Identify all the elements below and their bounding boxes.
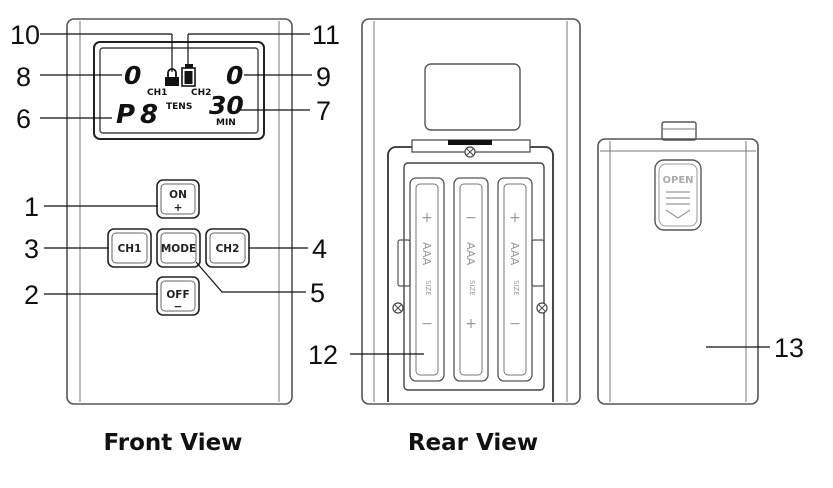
lcd-ch2-value: 0 <box>226 61 243 90</box>
screw-icon <box>392 302 404 314</box>
battery-2-minus: − <box>465 210 477 226</box>
battery-1-size: SIZE <box>424 280 432 296</box>
callout-10: 10 <box>10 20 40 50</box>
lcd-program-letter: P <box>116 100 135 130</box>
off-minus-button[interactable]: OFF − <box>156 276 200 316</box>
rear-view-caption: Rear View <box>408 430 538 456</box>
battery-3-size: SIZE <box>512 280 520 296</box>
front-leader-lines <box>40 33 312 295</box>
battery-2-plus: + <box>465 316 477 332</box>
battery-1-minus: − <box>421 316 433 332</box>
lcd-timer-unit: MIN <box>216 118 236 128</box>
battery-3-plus: + <box>509 210 521 226</box>
off-button-label: OFF <box>166 289 189 301</box>
battery-slot-1: + AAA SIZE − <box>409 177 445 382</box>
callout-9: 9 <box>316 62 331 92</box>
screw-icon <box>464 146 476 158</box>
ch1-button-label: CH1 <box>118 243 142 255</box>
mode-button[interactable]: MODE <box>156 228 201 268</box>
rear-view-device: + AAA SIZE − − AAA SIZE + + AAA SIZE <box>361 18 581 405</box>
rear-label-recess <box>424 63 521 131</box>
mode-button-label: MODE <box>161 243 196 255</box>
open-latch-label: OPEN <box>662 175 693 186</box>
callout-1: 1 <box>24 192 39 222</box>
battery-3-type: AAA <box>508 242 521 266</box>
callout-7: 7 <box>316 96 331 126</box>
battery-slot-3: + AAA SIZE − <box>497 177 533 382</box>
front-view-device: 0 0 CH1 CH2 P 8 TENS 30 MIN <box>66 18 293 405</box>
battery-1-type: AAA <box>420 242 433 266</box>
battery-slot-2: − AAA SIZE + <box>453 177 489 382</box>
on-button-label: ON <box>169 189 187 201</box>
callout-3: 3 <box>24 234 39 264</box>
ch2-button[interactable]: CH2 <box>205 228 250 268</box>
ch1-button[interactable]: CH1 <box>107 228 152 268</box>
plus-glyph: + <box>174 202 183 214</box>
lcd-program-value: 8 <box>140 100 158 130</box>
lcd-ch2-label: CH2 <box>191 88 211 98</box>
open-latch[interactable]: OPEN <box>654 159 702 231</box>
battery-compartment: + AAA SIZE − − AAA SIZE + + AAA SIZE <box>387 139 554 402</box>
ch2-button-label: CH2 <box>216 243 240 255</box>
callout-6: 6 <box>16 104 31 134</box>
battery-2-type: AAA <box>464 242 477 266</box>
callout-4: 4 <box>312 234 327 264</box>
callout-12: 12 <box>308 340 338 370</box>
lcd-mode-label: TENS <box>166 102 192 112</box>
lcd-ch1-value: 0 <box>124 61 141 90</box>
front-view-caption: Front View <box>104 430 243 456</box>
battery-1-plus: + <box>421 210 433 226</box>
callout-8: 8 <box>16 62 31 92</box>
battery-2-size: SIZE <box>468 280 476 296</box>
callout-5: 5 <box>310 278 325 308</box>
lcd-timer-value: 30 <box>209 91 244 120</box>
callout-13: 13 <box>774 333 804 363</box>
minus-glyph: − <box>174 301 183 313</box>
screw-icon <box>536 302 548 314</box>
lcd-ch1-label: CH1 <box>147 88 167 98</box>
callout-2: 2 <box>24 280 39 310</box>
battery-3-minus: − <box>509 316 521 332</box>
lcd-screen: 0 0 CH1 CH2 P 8 TENS 30 MIN <box>93 41 265 140</box>
battery-cover[interactable]: OPEN <box>597 121 759 405</box>
on-plus-button[interactable]: ON + <box>156 179 200 219</box>
battery-level-icon <box>181 64 196 87</box>
callout-11: 11 <box>312 20 340 50</box>
